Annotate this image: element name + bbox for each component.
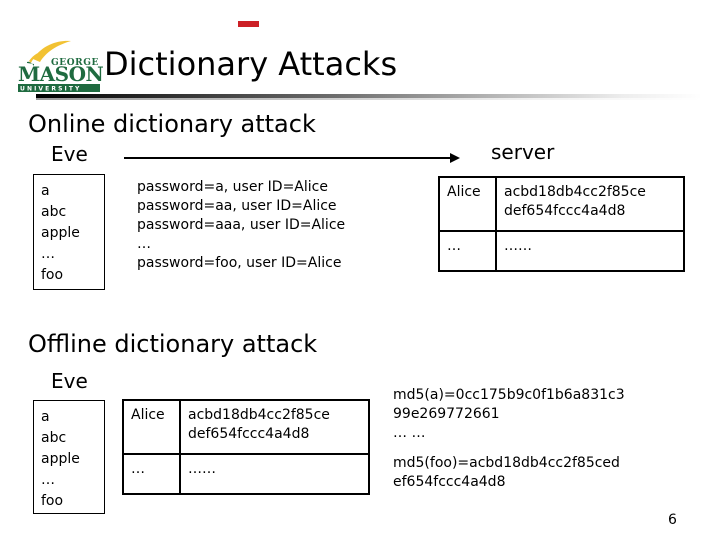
hash-line: acbd18db4cc2f85ce: [188, 407, 330, 423]
dictionary-word: abc: [41, 430, 67, 446]
dictionary-word: abc: [41, 204, 67, 220]
table-row: … ……: [124, 455, 368, 493]
online-request-arrow-head: [450, 153, 460, 163]
table-cell-user: Alice: [124, 401, 181, 453]
online-message: password=aaa, user ID=Alice: [137, 217, 346, 233]
title-divider-shadow: [36, 98, 702, 100]
md5-line: 99e269772661: [393, 406, 500, 422]
md5-line: md5(foo)=acbd18db4cc2f85ced: [393, 455, 620, 471]
table-row: Alice acbd18db4cc2f85ce def654fccc4a4d8: [440, 178, 683, 232]
table-cell-user: …: [124, 455, 181, 493]
george-mason-university-logo: MASON GEORGE UNIVERSITY: [13, 39, 105, 92]
md5-line: ef654fccc4a4d8: [393, 474, 506, 490]
table-cell-hash: ……: [497, 232, 683, 270]
table-cell-hash: acbd18db4cc2f85ce def654fccc4a4d8: [181, 401, 368, 453]
table-row: … ……: [440, 232, 683, 270]
online-dictionary-box: a abc apple … foo: [33, 174, 105, 290]
online-server-label: server: [491, 140, 555, 164]
table-cell-hash: ……: [181, 455, 368, 493]
table-cell-user: Alice: [440, 178, 497, 230]
dictionary-word: …: [41, 246, 55, 262]
title-divider: [36, 94, 702, 98]
dictionary-word: apple: [41, 225, 80, 241]
svg-text:UNIVERSITY: UNIVERSITY: [20, 86, 81, 93]
server-password-table: Alice acbd18db4cc2f85ce def654fccc4a4d8 …: [438, 176, 685, 272]
md5-ellipsis: … …: [393, 425, 426, 441]
hash-line: def654fccc4a4d8: [188, 426, 310, 442]
md5-computation-block: md5(a)=0cc175b9c0f1b6a831c3 99e269772661…: [393, 386, 625, 492]
hash-line: ……: [188, 461, 216, 477]
page-number: 6: [668, 512, 677, 528]
offline-section-heading: Offline dictionary attack: [28, 330, 318, 358]
offline-attacker-label: Eve: [51, 369, 88, 393]
online-message: password=a, user ID=Alice: [137, 179, 328, 195]
dictionary-word: apple: [41, 451, 80, 467]
online-message-list: password=a, user ID=Alice password=aa, u…: [137, 178, 345, 273]
online-message-last: password=foo, user ID=Alice: [137, 255, 342, 271]
offline-dictionary-box: a abc apple … foo: [33, 400, 105, 514]
hash-line: acbd18db4cc2f85ce: [504, 184, 646, 200]
online-attacker-label: Eve: [51, 142, 88, 166]
hash-line: def654fccc4a4d8: [504, 203, 626, 219]
svg-text:GEORGE: GEORGE: [51, 58, 99, 68]
table-cell-hash: acbd18db4cc2f85ce def654fccc4a4d8: [497, 178, 683, 230]
hash-line: ……: [504, 238, 532, 254]
online-request-arrow-line: [124, 157, 450, 159]
dictionary-word: a: [41, 183, 50, 199]
accent-dash: [238, 21, 259, 27]
stolen-password-table: Alice acbd18db4cc2f85ce def654fccc4a4d8 …: [122, 399, 370, 495]
online-section-heading: Online dictionary attack: [28, 110, 316, 138]
online-message-ellipsis: …: [137, 236, 151, 252]
table-row: Alice acbd18db4cc2f85ce def654fccc4a4d8: [124, 401, 368, 455]
page-title: Dictionary Attacks: [104, 45, 398, 83]
md5-line: md5(a)=0cc175b9c0f1b6a831c3: [393, 387, 625, 403]
online-message: password=aa, user ID=Alice: [137, 198, 337, 214]
dictionary-word: foo: [41, 267, 64, 283]
dictionary-word: a: [41, 409, 50, 425]
dictionary-word: …: [41, 472, 55, 488]
svg-text:MASON: MASON: [18, 62, 104, 86]
table-cell-user: …: [440, 232, 497, 270]
dictionary-word: foo: [41, 493, 64, 509]
